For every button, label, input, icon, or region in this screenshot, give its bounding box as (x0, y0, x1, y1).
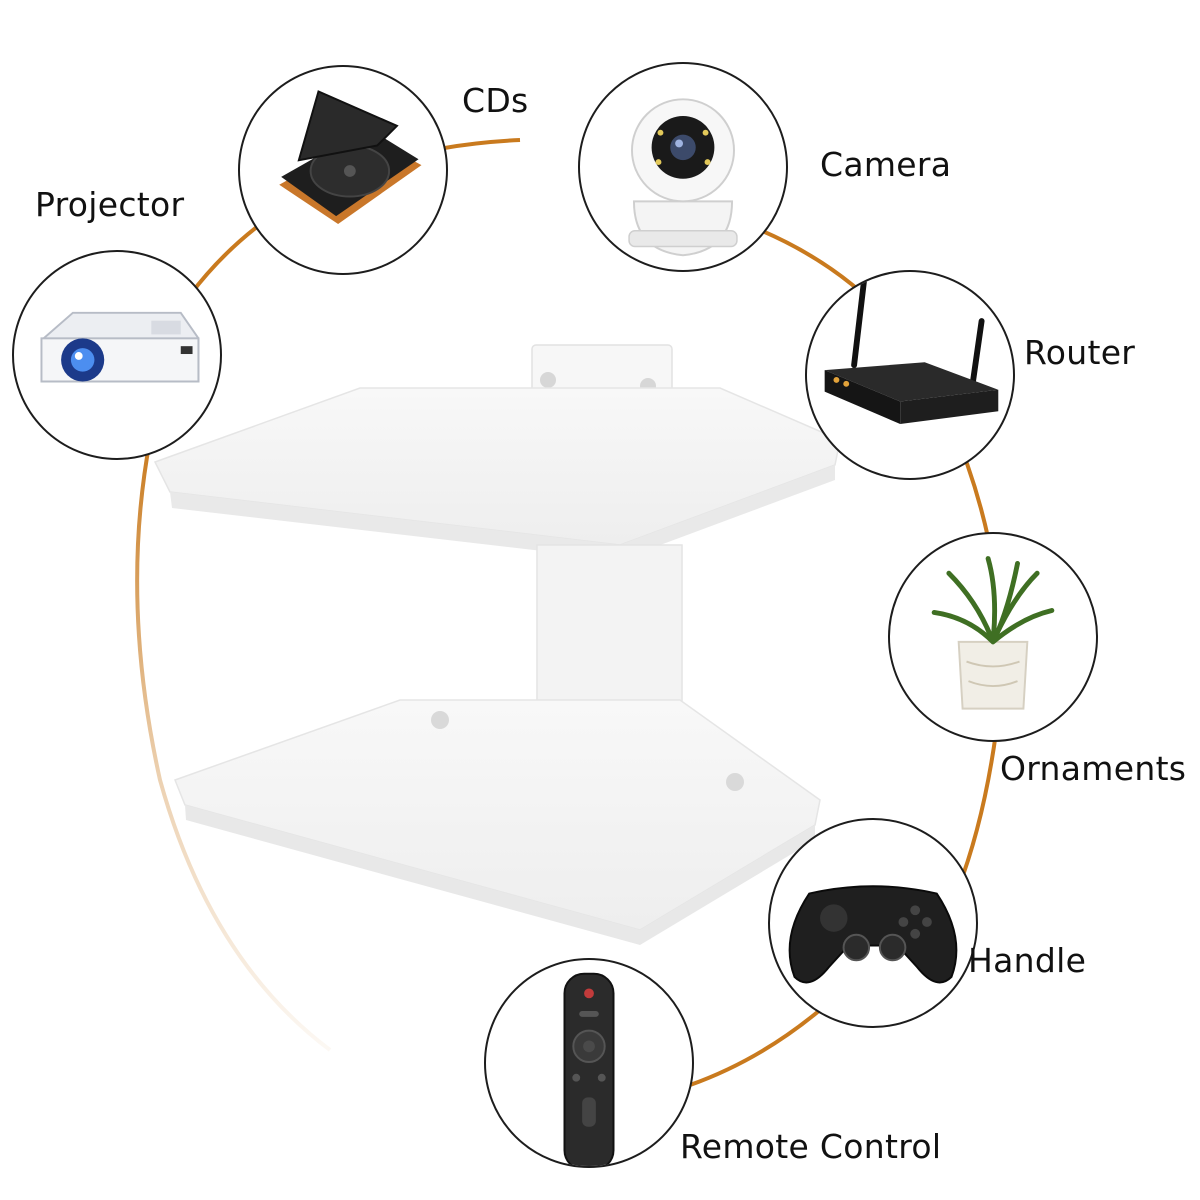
remote-control-icon (563, 972, 615, 1166)
handle-label: Handle (968, 941, 1087, 980)
ornaments-circle (888, 532, 1098, 742)
potted-plant-icon (931, 556, 1055, 710)
projector-label: Projector (35, 185, 185, 224)
ornaments-label: Ornaments (1000, 749, 1187, 788)
security-camera-icon (628, 98, 738, 257)
router-circle (805, 270, 1015, 480)
camera-circle (578, 62, 788, 272)
cds-label: CDs (462, 81, 529, 120)
cd-player-icon (279, 90, 422, 224)
remote-control-label: Remote Control (680, 1127, 942, 1166)
router-label: Router (1024, 333, 1136, 372)
handle-circle (768, 818, 978, 1028)
projector-icon (40, 311, 200, 383)
projector-circle (12, 250, 222, 460)
router-icon (824, 278, 999, 425)
gamepad-icon (788, 885, 958, 984)
camera-label: Camera (820, 145, 952, 184)
remote-control-circle (484, 958, 694, 1168)
cds-circle (238, 65, 448, 275)
